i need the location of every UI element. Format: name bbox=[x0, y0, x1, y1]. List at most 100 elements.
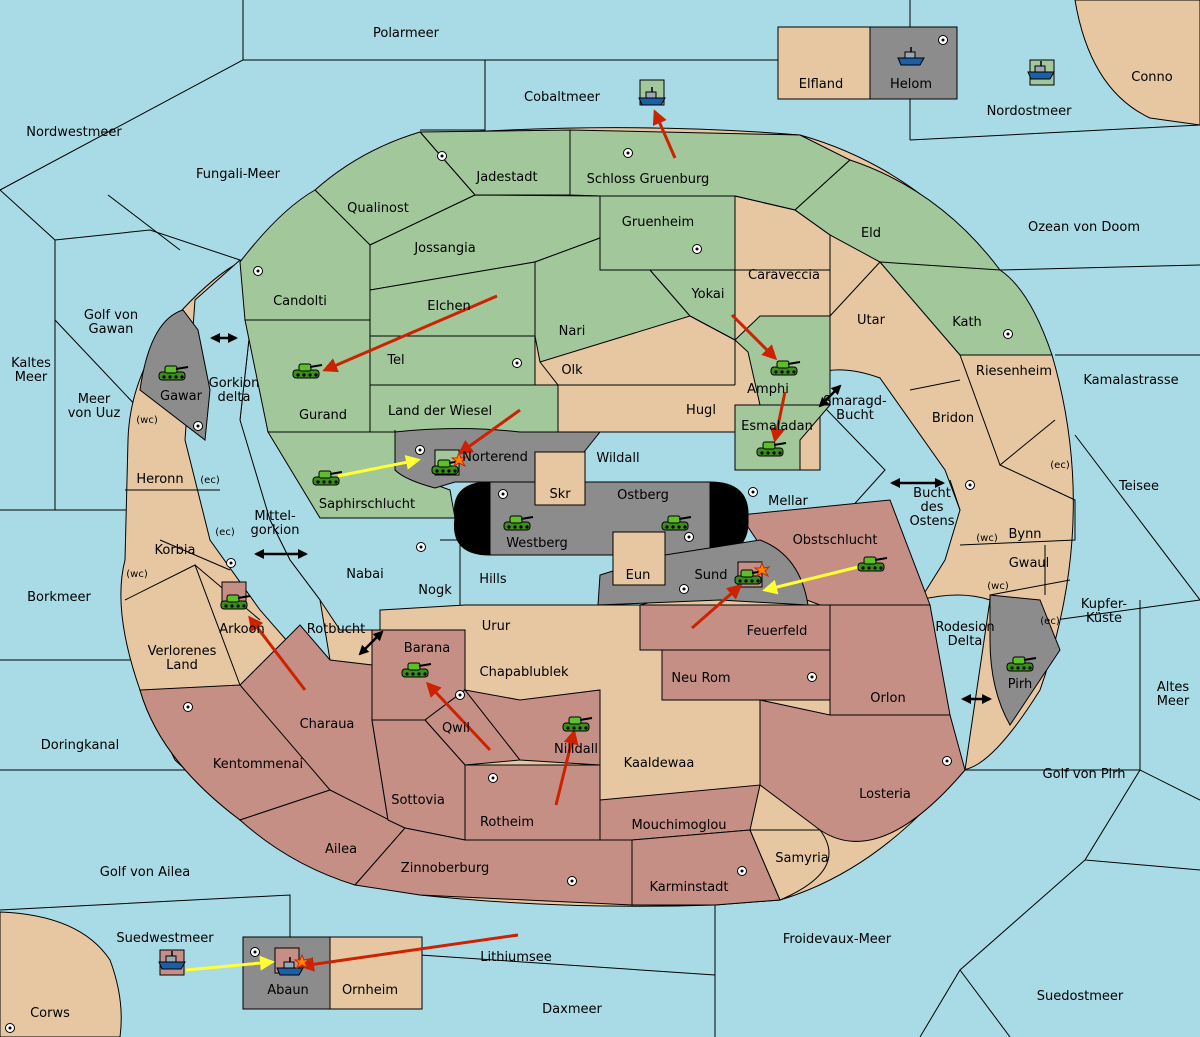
sund-land[interactable] bbox=[597, 539, 809, 606]
skr-land[interactable] bbox=[534, 451, 586, 506]
label-rotheim: Rotheim bbox=[480, 815, 534, 830]
label-obstschlucht: Obstschlucht bbox=[793, 533, 878, 548]
supply-centre-icon bbox=[679, 584, 689, 594]
label-olk: Olk bbox=[561, 363, 583, 378]
label-doringkanal: Doringkanal bbox=[41, 738, 120, 753]
centre-impassable bbox=[394, 428, 809, 606]
label-nari: Nari bbox=[559, 324, 586, 339]
move-arrow bbox=[554, 729, 579, 806]
label-eun: Eun bbox=[626, 568, 651, 583]
supply-centre-icon bbox=[623, 148, 633, 158]
elfland-land[interactable] bbox=[777, 26, 871, 100]
nilldall-land[interactable] bbox=[463, 689, 601, 766]
label-jadestadt: Jadestadt bbox=[475, 170, 537, 185]
corws-land[interactable] bbox=[0, 911, 122, 1037]
move-arrow bbox=[730, 313, 778, 361]
label-froidevaux: Froidevaux-Meer bbox=[783, 932, 892, 947]
label-wildall: Wildall bbox=[596, 451, 639, 466]
label-schloss: Schloss Gruenburg bbox=[587, 172, 710, 187]
label-qualinost: Qualinost bbox=[347, 201, 409, 216]
label-pirh: Pirh bbox=[1008, 677, 1033, 692]
label-landwiesel: Land der Wiesel bbox=[388, 404, 492, 419]
label-saphir: Saphirschlucht bbox=[319, 497, 415, 512]
support-arrow bbox=[762, 565, 859, 595]
gruenheim-land[interactable] bbox=[599, 195, 736, 271]
label-amphi: Amphi bbox=[747, 382, 789, 397]
label-rotbucht: Rotbucht bbox=[307, 622, 365, 637]
tan-borders bbox=[124, 195, 1076, 686]
label-ozean: Ozean von Doom bbox=[1028, 220, 1140, 235]
coast-label: (ec) bbox=[1050, 460, 1070, 471]
supply-centre-icon bbox=[415, 445, 425, 455]
label-caraveccia: Caraveccia bbox=[748, 268, 820, 283]
supply-centre-icon bbox=[567, 876, 577, 886]
label-urur: Urur bbox=[482, 619, 511, 634]
move-arrow bbox=[457, 408, 521, 455]
double-arrow-icon bbox=[818, 384, 842, 408]
label-gruenheim: Gruenheim bbox=[622, 215, 694, 230]
supply-centre-icon bbox=[253, 266, 263, 276]
label-kentommenai: Kentommenai bbox=[213, 757, 303, 772]
label-nilldall: Nilldall bbox=[554, 742, 598, 757]
label-korbia: Korbia bbox=[154, 543, 195, 558]
move-arrow bbox=[770, 391, 787, 443]
coast-label: (wc) bbox=[136, 415, 158, 426]
label-sund: Sund bbox=[695, 568, 728, 583]
label-mouchi: Mouchimoglou bbox=[631, 818, 726, 833]
label-bynn: Bynn bbox=[1008, 527, 1041, 542]
move-arrow bbox=[652, 109, 677, 159]
label-jossangia: Jossangia bbox=[413, 241, 475, 256]
conno-land[interactable] bbox=[1074, 0, 1200, 126]
label-karmin: Karminstadt bbox=[649, 880, 728, 895]
samyria-land[interactable] bbox=[749, 829, 830, 901]
supply-centre-icon bbox=[488, 773, 498, 783]
qualinost-land[interactable] bbox=[314, 131, 476, 246]
label-candolti: Candolti bbox=[273, 294, 327, 309]
label-westberg: Westberg bbox=[506, 536, 568, 551]
coast-label: (wc) bbox=[976, 533, 998, 544]
label-ailea: Ailea bbox=[325, 842, 357, 857]
label-esmaladan: Esmaladan bbox=[741, 419, 813, 434]
label-charaua: Charaua bbox=[300, 717, 355, 732]
label-hugl: Hugl bbox=[686, 403, 716, 418]
label-mittelgorkion: Mittel-gorkion bbox=[251, 509, 300, 538]
label-elfland: Elfland bbox=[799, 77, 843, 92]
move-arrow bbox=[691, 584, 743, 630]
label-elchen: Elchen bbox=[427, 299, 470, 314]
label-bridon: Bridon bbox=[932, 411, 974, 426]
supply-centre-icon bbox=[226, 558, 236, 568]
candolti-land[interactable] bbox=[239, 189, 371, 321]
label-utar: Utar bbox=[857, 313, 886, 328]
label-mellar: Mellar bbox=[768, 494, 808, 509]
label-nordostmeer: Nordostmeer bbox=[987, 104, 1073, 119]
karminstadt-land[interactable] bbox=[631, 829, 781, 906]
supply-centre-icon bbox=[684, 532, 694, 542]
label-orlon: Orlon bbox=[870, 691, 905, 706]
coast-label: (ec) bbox=[215, 527, 235, 538]
move-arrow bbox=[425, 681, 492, 752]
label-golfailea: Golf von Ailea bbox=[100, 865, 190, 880]
supply-centre-icon bbox=[1003, 329, 1013, 339]
supply-centre-icon bbox=[692, 244, 702, 254]
label-nogk: Nogk bbox=[418, 583, 452, 598]
supply-centre-icon bbox=[938, 35, 948, 45]
label-losteria: Losteria bbox=[859, 787, 911, 802]
label-suedwest: Suedwestmeer bbox=[116, 931, 214, 946]
label-nordwestmeer: Nordwestmeer bbox=[26, 125, 122, 140]
supply-centre-icon bbox=[416, 542, 426, 552]
eun-land[interactable] bbox=[612, 531, 666, 586]
supply-centre-icon bbox=[437, 151, 447, 161]
label-daxmeer: Daxmeer bbox=[542, 1002, 602, 1017]
label-samyria: Samyria bbox=[775, 851, 829, 866]
label-heronn: Heronn bbox=[136, 472, 183, 487]
label-borkmeer: Borkmeer bbox=[27, 590, 91, 605]
supply-centre-icon bbox=[807, 672, 817, 682]
label-zinnober: Zinnoberburg bbox=[401, 861, 489, 876]
label-riesenheim: Riesenheim bbox=[976, 364, 1052, 379]
ornheim-land[interactable] bbox=[329, 936, 423, 1010]
